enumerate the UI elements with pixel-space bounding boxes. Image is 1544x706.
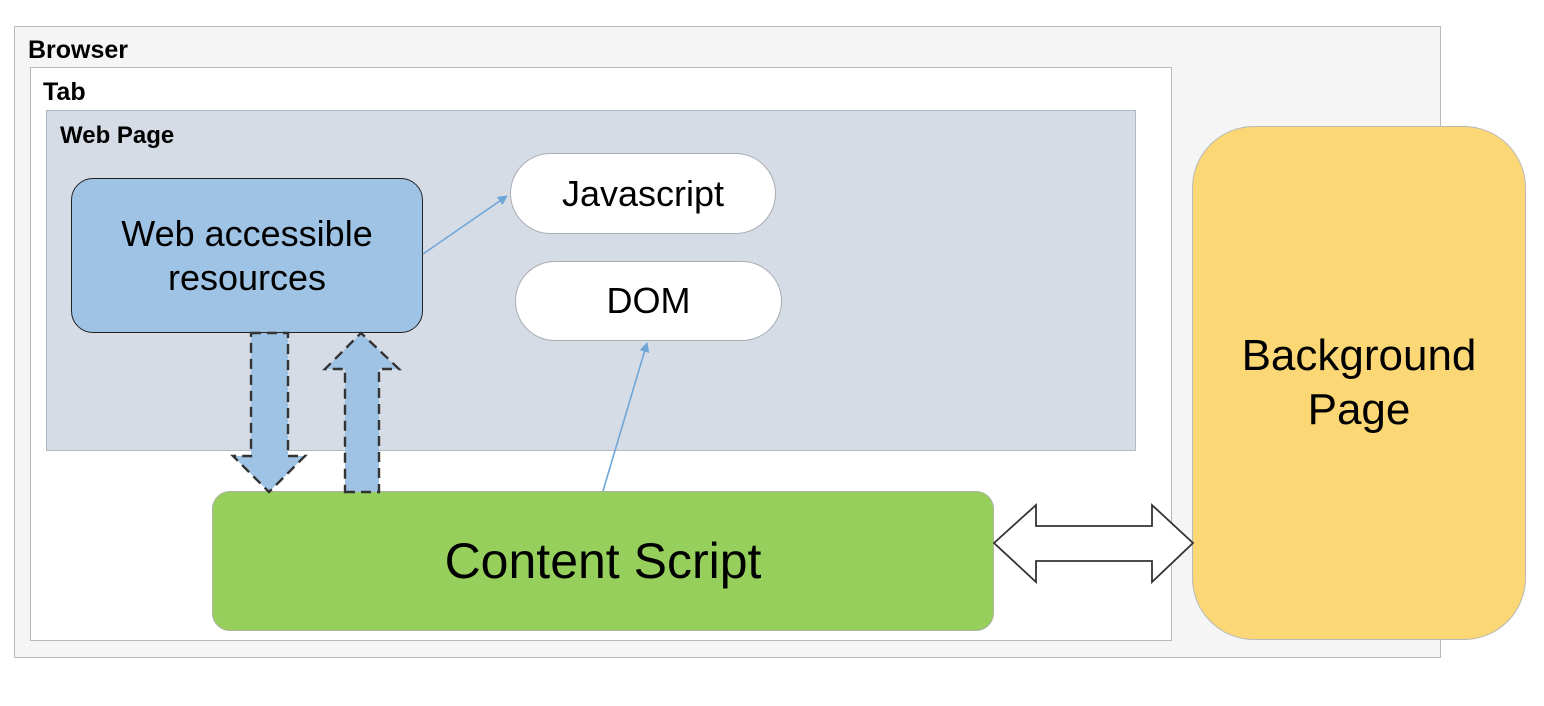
web-accessible-resources-node: Web accessible resources [71, 178, 423, 333]
background-page-label: Background Page [1241, 331, 1477, 434]
web-accessible-resources-label: Web accessible resources [121, 212, 373, 298]
tab-label: Tab [43, 78, 86, 106]
javascript-node: Javascript [510, 153, 776, 234]
content-script-label: Content Script [444, 532, 762, 589]
background-page-node: Background Page [1192, 126, 1526, 640]
browser-label: Browser [28, 36, 129, 64]
dom-label: DOM [606, 280, 691, 322]
dom-node: DOM [515, 261, 782, 341]
javascript-label: Javascript [561, 172, 725, 214]
content-script-node: Content Script [212, 491, 994, 631]
web-page-label: Web Page [60, 122, 175, 149]
